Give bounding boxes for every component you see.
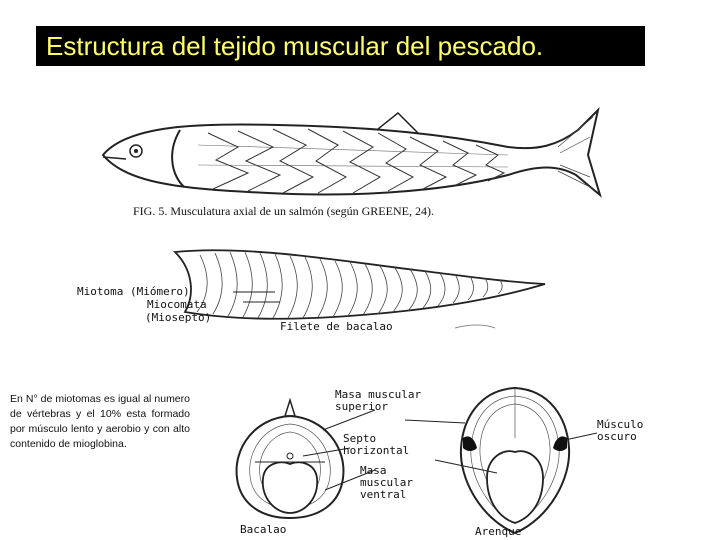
salmon-caption: FIG. 5. Musculatura axial de un salmón (… [133,204,434,218]
label-myocomma: Miocomata [147,298,207,311]
label-septum: Septo [343,432,377,445]
label-cod: Bacalao [240,523,287,536]
label-dark-muscle: Músculo [597,418,644,431]
label-myotome: Miotoma (Miómero) [77,285,190,298]
cod-fillet-figure: Miotoma (Miómero) Miocomata (Miosepto) F… [75,240,550,335]
cod-fillet-drawing [173,249,546,329]
label-ventral-3: ventral [360,488,407,501]
label-upper-mass: Masa muscular [335,388,422,401]
label-myoseptum: (Miosepto) [145,311,212,324]
cross-sections-figure: Masa muscular superior Septo horizontal … [225,378,695,540]
cross-sections-drawing [235,386,598,535]
label-septum-2: horizontal [343,444,410,457]
myotome-note: En N° de miotomas es igual al numero de … [10,393,190,450]
label-dark-muscle-2: oscuro [597,430,637,443]
label-ventral-2: muscular [360,476,413,489]
label-herring: Arenque [475,525,522,538]
salmon-figure: FIG. 5. Musculatura axial de un salmón (… [88,85,633,235]
slide-title: Estructura del tejido muscular del pesca… [36,26,645,66]
cod-cross-section [235,397,345,520]
cod-fillet-caption: Filete de bacalao [280,320,393,333]
salmon-drawing: FIG. 5. Musculatura axial de un salmón (… [101,106,602,218]
label-upper-mass-2: superior [335,400,388,413]
herring-cross-section [459,386,571,535]
label-ventral: Masa [360,464,387,477]
